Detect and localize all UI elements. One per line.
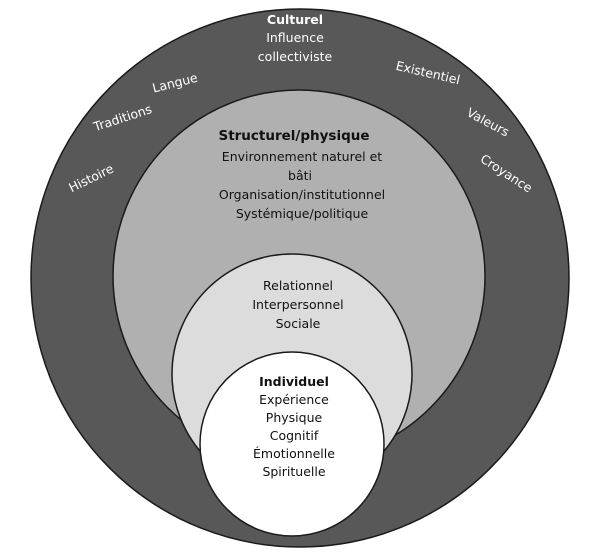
structural-line-3: Organisation/institutionnel [219,187,385,202]
cultural-line-1: Influence [266,30,324,45]
individual-line-5: Spirituelle [262,464,325,479]
structural-line-1: Environnement naturel et [222,149,382,164]
relational-line-1: Relationnel [263,278,333,293]
cultural-line-2: collectiviste [258,49,333,64]
individual-line-1: Expérience [259,392,329,407]
individual-line-4: Émotionnelle [253,446,335,461]
structural-line-4: Systémique/politique [236,206,369,221]
individual-line-3: Cognitif [270,428,319,443]
individual-line-2: Physique [266,410,323,425]
individual-circle [199,351,385,537]
relational-line-3: Sociale [276,316,321,331]
relational-line-2: Interpersonnel [252,297,343,312]
structural-line-2: bâti [288,168,312,183]
cultural-title: Culturel [267,12,323,27]
structural-title: Structurel/physique [218,128,369,144]
individual-title: Individuel [259,374,329,389]
